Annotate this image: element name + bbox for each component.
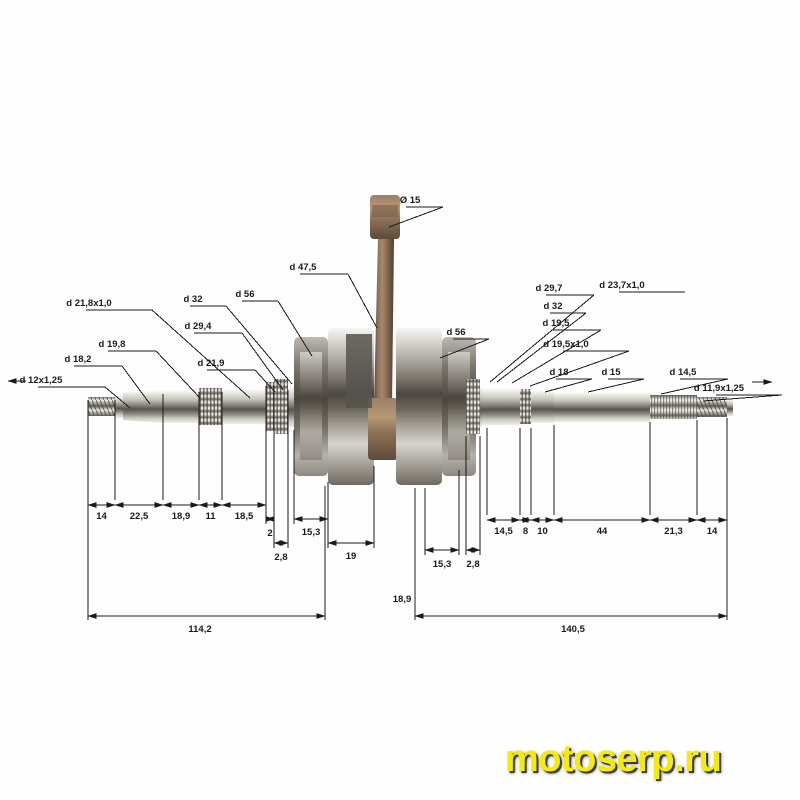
callout-r2 xyxy=(496,312,587,383)
callout-label-l5: d 21,9 xyxy=(198,358,225,369)
callout-label-r8: d 11,9x1,25 xyxy=(694,383,745,394)
left-cyl-19-8 xyxy=(163,390,199,423)
dim-label-right-3: 44 xyxy=(597,526,608,537)
watermark: motoserp.ru xyxy=(505,738,722,780)
left-web-inner-face xyxy=(346,334,372,408)
callout-label-r6: d 15 xyxy=(601,367,621,378)
right-web-highlight xyxy=(448,352,470,460)
left-knurl-21-9 xyxy=(199,388,222,425)
dim-label-d19: 19 xyxy=(346,551,357,562)
dim-label-d153R: 15,3 xyxy=(433,559,452,570)
rod-small-end-bore xyxy=(372,205,398,217)
callout-r7 xyxy=(660,378,729,395)
callout-c2 xyxy=(300,273,378,329)
left-thread-section xyxy=(88,397,115,416)
callout-l1 xyxy=(38,386,131,409)
callout-label-r1: d 29,7 xyxy=(536,283,563,294)
leader-lines-group xyxy=(38,206,783,409)
callout-r3 xyxy=(511,329,602,384)
left-web-highlight xyxy=(300,352,322,460)
left-shaft-assembly xyxy=(88,379,294,434)
callout-label-l8: d 56 xyxy=(235,289,254,300)
rod-big-end xyxy=(368,398,398,460)
dim-label-vertical-18-9: 18,9 xyxy=(393,594,412,605)
right-knurl-32 xyxy=(520,389,531,424)
callout-l5 xyxy=(207,369,276,393)
dim-label-right-0: 14,5 xyxy=(494,526,513,537)
callout-label-l6: d 29,4 xyxy=(185,321,213,332)
callout-l3 xyxy=(108,350,201,399)
callout-label-r9: d 23,7x1,0 xyxy=(599,280,644,291)
connecting-rod xyxy=(368,195,400,460)
right-cyl-29-7 xyxy=(482,388,520,425)
dim-label-d28L: 2,8 xyxy=(274,552,287,563)
right-ring-2-8 xyxy=(466,379,480,434)
dim-label-d28R: 2,8 xyxy=(466,559,479,570)
dim-label-left-0: 14 xyxy=(96,511,107,522)
callout-label-r7: d 14,5 xyxy=(670,367,698,378)
dimension-text-group: d 12x1,25d 18,2 d 19,8 d 21,8x1,0 d 21,9 d 2… xyxy=(20,195,745,635)
right-thread-section xyxy=(697,397,727,417)
callout-c1 xyxy=(388,206,444,228)
callout-l2 xyxy=(74,365,151,405)
callout-label-r4: d 19,5x1,0 xyxy=(543,339,588,350)
dim-label-right-4: 21,3 xyxy=(664,526,683,537)
right-spline-section xyxy=(650,395,697,419)
callout-label-l4: d 21,8x1,0 xyxy=(66,298,111,309)
extension-lines-left xyxy=(87,386,375,620)
annotation-layer xyxy=(7,206,783,620)
callout-label-l7: d 32 xyxy=(183,294,202,305)
callout-l4 xyxy=(86,309,251,399)
right-web-body xyxy=(396,328,442,485)
callout-r6 xyxy=(587,378,645,393)
dim-label-right-5: 14 xyxy=(707,526,718,537)
callout-label-c1: Ø 15 xyxy=(400,195,421,206)
callout-label-r3: d 19,5 xyxy=(543,318,571,329)
dimension-lines-group xyxy=(87,502,728,619)
dim-label-d2: 2 xyxy=(267,528,272,539)
rod-beam xyxy=(374,239,394,404)
callout-l7 xyxy=(190,305,293,385)
callout-r4 xyxy=(529,350,630,387)
left-taper-section xyxy=(123,390,163,423)
right-shaft-assembly xyxy=(466,379,733,434)
callout-label-c3: d 56 xyxy=(446,327,465,338)
left-ring-2-8 xyxy=(274,379,288,434)
dim-label-d153L: 15,3 xyxy=(302,527,321,538)
callout-label-l1: d 12x1,25 xyxy=(20,375,63,386)
dim-label-left-1: 22,5 xyxy=(130,511,149,522)
dim-label-left-4: 18,5 xyxy=(235,511,254,522)
left-cyl-21-8 xyxy=(222,389,266,424)
right-cyl-18 xyxy=(554,392,650,422)
dim-label-left-2: 18,9 xyxy=(172,511,191,522)
right-cyl-19-5 xyxy=(531,390,554,423)
callout-label-r5: d 18 xyxy=(549,367,568,378)
callout-l8 xyxy=(242,300,313,357)
dim-label-o1: 114,2 xyxy=(188,624,211,635)
callout-label-c2: d 47,5 xyxy=(290,262,318,273)
left-ring-2 xyxy=(266,382,274,431)
dim-label-left-3: 11 xyxy=(205,511,216,522)
right-thread-end xyxy=(727,399,733,416)
callout-l6 xyxy=(194,332,284,391)
right-crank-web xyxy=(396,328,476,485)
callout-label-l2: d 18,2 xyxy=(65,354,92,365)
callout-r8 xyxy=(702,394,783,402)
callout-r5 xyxy=(544,378,593,393)
callout-label-l3: d 19,8 xyxy=(99,339,126,350)
callout-c3 xyxy=(439,338,490,359)
crankshaft-part-image xyxy=(88,195,733,485)
callout-r1 xyxy=(489,294,595,383)
left-spacer xyxy=(288,386,294,427)
callout-label-r2: d 32 xyxy=(543,301,562,312)
dim-label-right-2: 10 xyxy=(537,526,548,537)
left-thread-shoulder xyxy=(115,395,123,418)
dim-label-o2: 140,5 xyxy=(561,624,585,635)
dim-label-right-1: 8 xyxy=(523,526,528,537)
